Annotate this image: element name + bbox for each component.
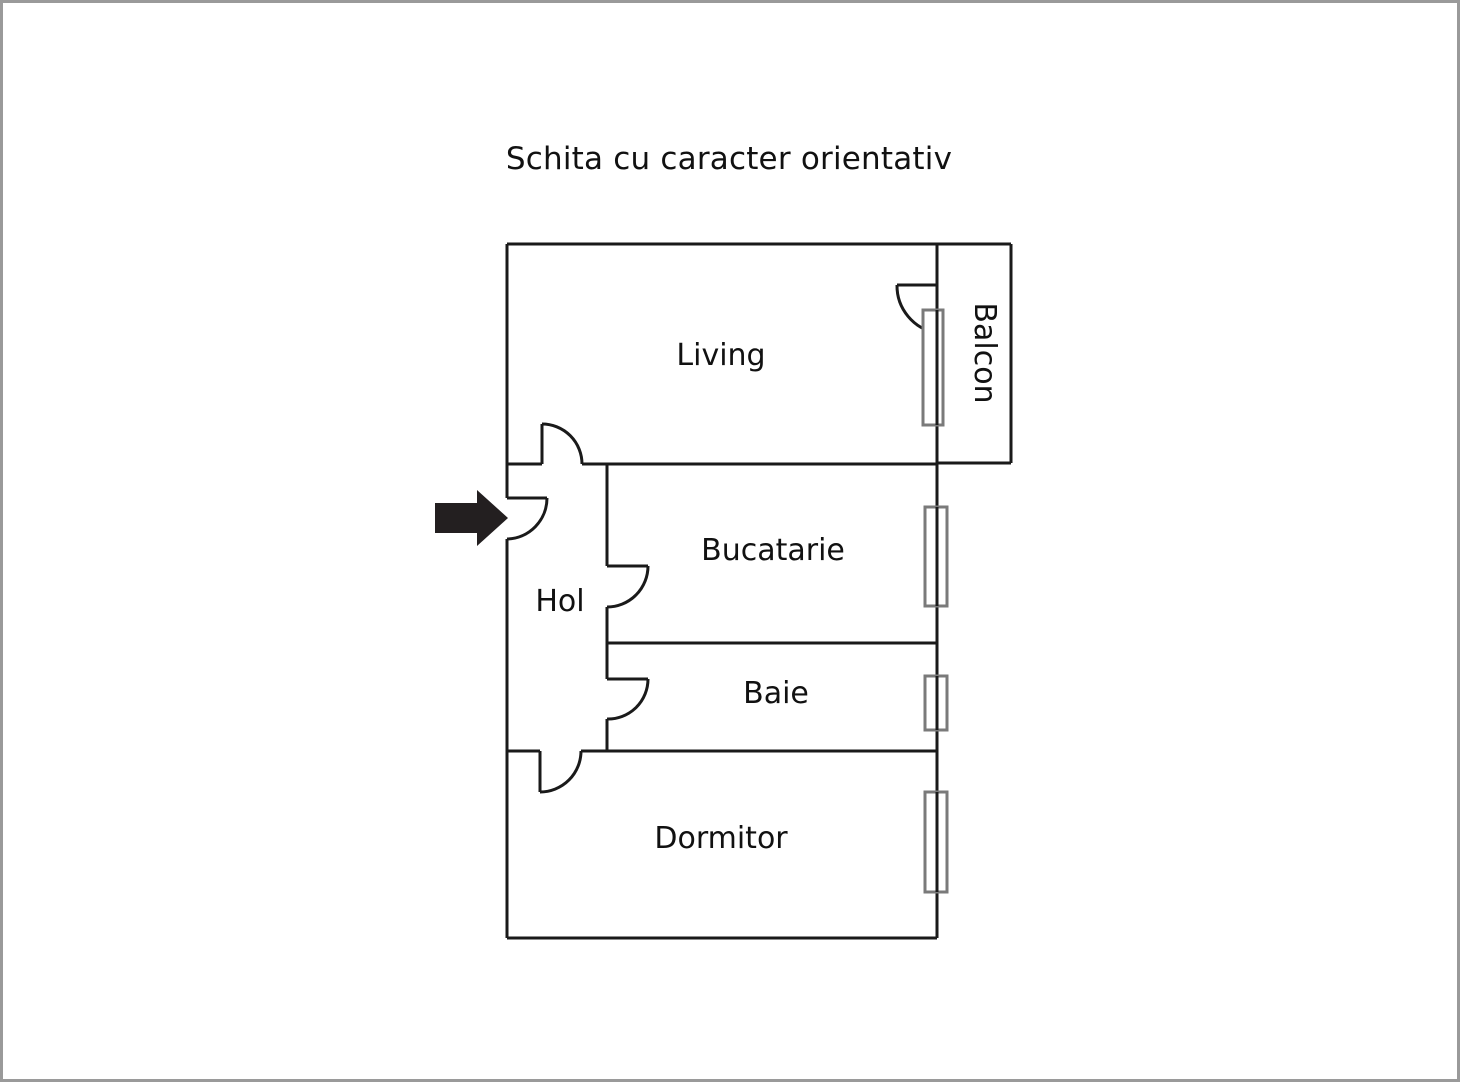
room-label-living: Living <box>676 338 765 373</box>
room-label-hol: Hol <box>535 584 584 619</box>
bedroom-door-arc <box>539 750 583 794</box>
windows-group <box>921 308 949 894</box>
living-door-arc <box>541 422 584 465</box>
floorplan-drawing: Living Balcon Bucatarie Hol Baie Dormito… <box>435 242 1013 940</box>
entrance-arrow <box>435 490 508 546</box>
room-label-balcon: Balcon <box>967 302 1002 403</box>
entrance-door-arc <box>506 497 549 541</box>
kitchen-door-arc <box>606 565 650 609</box>
room-label-bucatarie: Bucatarie <box>701 533 845 568</box>
page-title: Schita cu caracter orientativ <box>3 141 1460 177</box>
entrance-arrow-icon <box>435 490 508 546</box>
page-title-text: Schita cu caracter orientativ <box>505 141 953 177</box>
balcony-window <box>921 308 945 427</box>
room-label-dormitor: Dormitor <box>654 821 788 856</box>
room-label-baie: Baie <box>743 676 809 711</box>
bath-door-arc <box>606 678 650 721</box>
